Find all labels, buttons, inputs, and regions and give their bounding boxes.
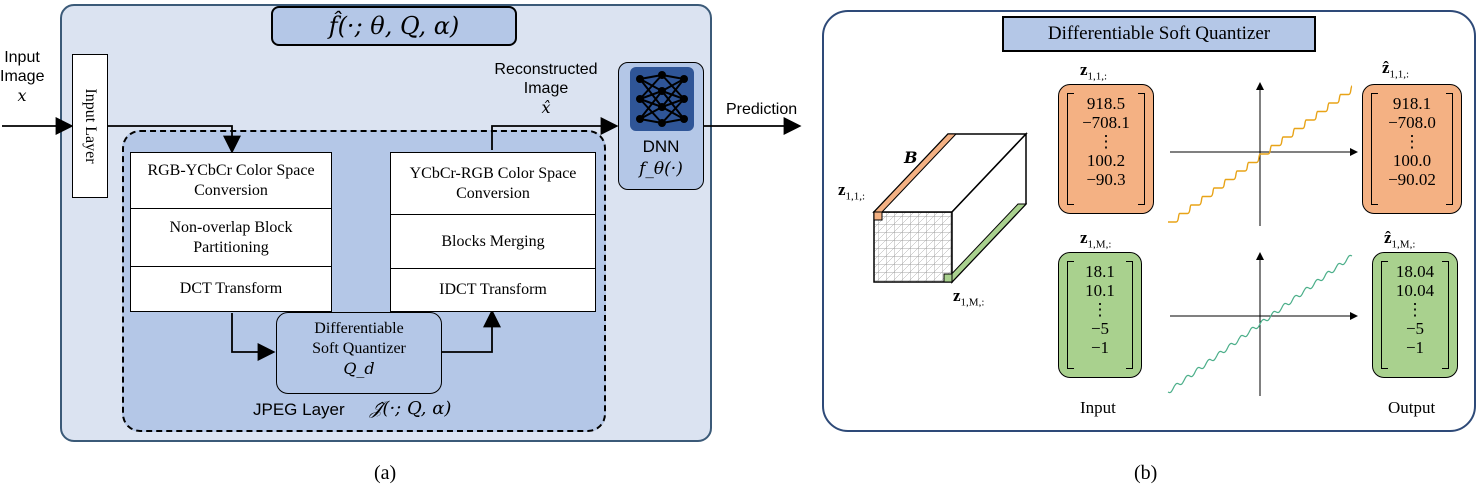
input-top-values: 918.5 −708.1 ⋮ 100.2 −90.3: [1082, 94, 1130, 189]
caption-b: (b): [1134, 462, 1158, 484]
jpeg-layer-symbol: 𝒥̂(·; Q, α): [370, 398, 452, 419]
dct-coefficient-block: [872, 132, 1028, 284]
block-z11-label: z1,1,:: [838, 180, 866, 203]
staircase-quantization-plot: [1168, 82, 1358, 226]
smooth-quantization-plot: [1167, 252, 1358, 396]
input-caption: Input: [1080, 398, 1116, 417]
output-bottom-vector-label: ẑ1,M,:: [1384, 228, 1416, 251]
input-bottom-vector-label: z1,M,:: [1080, 228, 1112, 251]
output-top-vector: 918.1 −708.0 ⋮ 100.0 −90.02: [1362, 84, 1462, 214]
panel-b-frame: [822, 10, 1476, 432]
caption-a: (a): [374, 462, 397, 484]
inverse-color-conversion-step: YCbCr-RGB Color Space Conversion: [391, 153, 595, 215]
dnn-label: DNN: [642, 137, 680, 156]
reconstructed-image-label: Reconstructed Image x̂: [494, 61, 598, 117]
dnn-box: DNN f_θ(·): [618, 62, 704, 190]
neural-network-icon: [630, 67, 694, 131]
dct-step: DCT Transform: [179, 280, 283, 297]
input-layer-box: Input Layer: [72, 54, 108, 198]
input-top-vector: 918.5 −708.1 ⋮ 100.2 −90.3: [1058, 84, 1154, 214]
input-layer-label: Input Layer: [82, 88, 99, 164]
prediction-label: Prediction: [726, 101, 798, 118]
input-top-vector-label: z1,1,:: [1080, 60, 1108, 83]
idct-step: IDCT Transform: [439, 281, 547, 298]
encoder-to-quantizer-arrow: [231, 313, 276, 361]
quantizer-to-decoder-arrow: [442, 309, 501, 353]
output-bottom-vector: 18.04 10.04 ⋮ −5 −1: [1372, 252, 1458, 378]
panel-a-title: f̂(·; θ, Q, α): [271, 6, 517, 46]
input-image-label: Input Image x: [0, 49, 45, 105]
input-bottom-vector: 18.1 10.1 ⋮ −5 −1: [1058, 252, 1142, 378]
output-top-vector-label: ẑ1,1,:: [1382, 58, 1410, 81]
output-bottom-values: 18.04 10.04 ⋮ −5 −1: [1395, 262, 1435, 357]
blocks-merging-step: Blocks Merging: [391, 215, 595, 269]
block-z1m-label: z1,M,:: [953, 286, 985, 309]
soft-quantizer-box: Differentiable Soft Quantizer Q_d: [276, 312, 442, 394]
output-caption: Output: [1388, 398, 1436, 417]
block-width-label: B: [904, 148, 918, 167]
decoder-to-dnn-arrow: [491, 117, 619, 150]
decoder-stack: YCbCr-RGB Color Space Conversion Blocks …: [390, 152, 596, 312]
color-conversion-step: RGB-YCbCr Color Space Conversion: [131, 153, 331, 209]
block-partition-step: Non-overlap Block Partitioning: [131, 209, 331, 267]
jpeg-layer-label: JPEG Layer: [253, 400, 345, 419]
dnn-symbol: f_θ(·): [639, 159, 683, 179]
input-bottom-values: 18.1 10.1 ⋮ −5 −1: [1085, 262, 1115, 357]
output-top-values: 918.1 −708.0 ⋮ 100.0 −90.02: [1388, 94, 1436, 189]
encoder-stack: RGB-YCbCr Color Space Conversion Non-ove…: [130, 152, 332, 312]
panel-b-title: Differentiable Soft Quantizer: [1002, 16, 1316, 52]
layer-to-encoder-arrow: [108, 125, 241, 154]
